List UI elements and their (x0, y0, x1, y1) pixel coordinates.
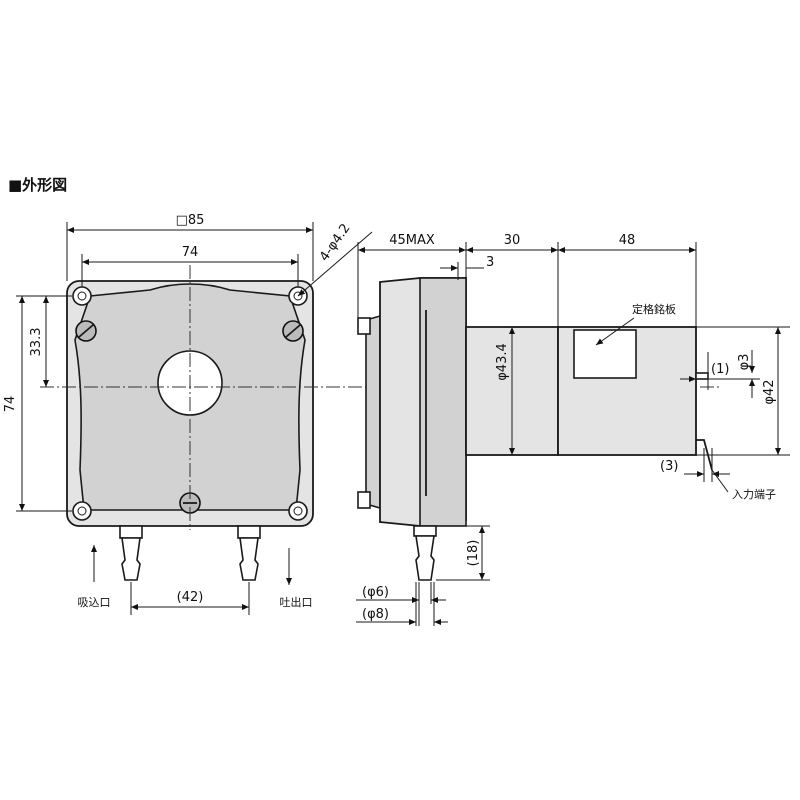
nameplate (573, 329, 637, 379)
nameplate-label: 定格銘板 (632, 302, 676, 316)
inlet-port (119, 525, 143, 581)
side-tube-port (413, 525, 437, 581)
side-screw-bottom (357, 491, 371, 509)
input-terminal (696, 439, 713, 471)
dim-tube-len: (18) (466, 540, 481, 567)
cover-screw (282, 320, 304, 342)
drawing-title: ■外形図 (8, 176, 67, 194)
dim-width-outer: □85 (176, 213, 205, 228)
dim-head-depth: 45MAX (389, 233, 435, 248)
dim-port-pitch: (42) (177, 590, 204, 605)
side-screw-top (357, 317, 371, 335)
side-view: 定格銘板 45MAX 30 48 3 φ43.4 (1) (356, 233, 790, 626)
dim-tube-inner: (φ6) (362, 585, 389, 600)
outlet-port (237, 525, 261, 581)
outlet-label: 吐出口 (280, 595, 313, 609)
dim-hole-spec: 4-φ4.2 (317, 221, 354, 264)
dim-height-half: 33.3 (29, 328, 44, 357)
dim-height-outer: 74 (3, 396, 18, 413)
mounting-hole (72, 286, 92, 306)
terminal-label: 入力端子 (732, 488, 776, 501)
dim-motor-dia: φ42 (762, 379, 777, 404)
dim-body-dia: φ43.4 (495, 343, 510, 381)
dim-shaft-offset: (1) (711, 362, 729, 377)
dim-gap: 3 (486, 255, 494, 270)
dim-tube-outer: (φ8) (362, 607, 389, 622)
dim-motor: 48 (619, 233, 636, 248)
dim-terminal-len: (3) (660, 459, 678, 474)
dim-mid: 30 (504, 233, 521, 248)
cover-edge (365, 314, 381, 510)
inlet-label: 吸込口 (78, 596, 111, 609)
dim-shaft-dia: φ3 (737, 354, 752, 371)
motor-shaft (695, 372, 709, 380)
dim-width-inner: 74 (182, 245, 199, 260)
mounting-hole (288, 501, 308, 521)
front-view: □85 74 74 33.3 4-φ4.2 (42) 吸込口 吐出口 (3, 213, 720, 615)
pump-head-body (419, 277, 467, 527)
cover-screw (75, 320, 97, 342)
mounting-hole (72, 501, 92, 521)
